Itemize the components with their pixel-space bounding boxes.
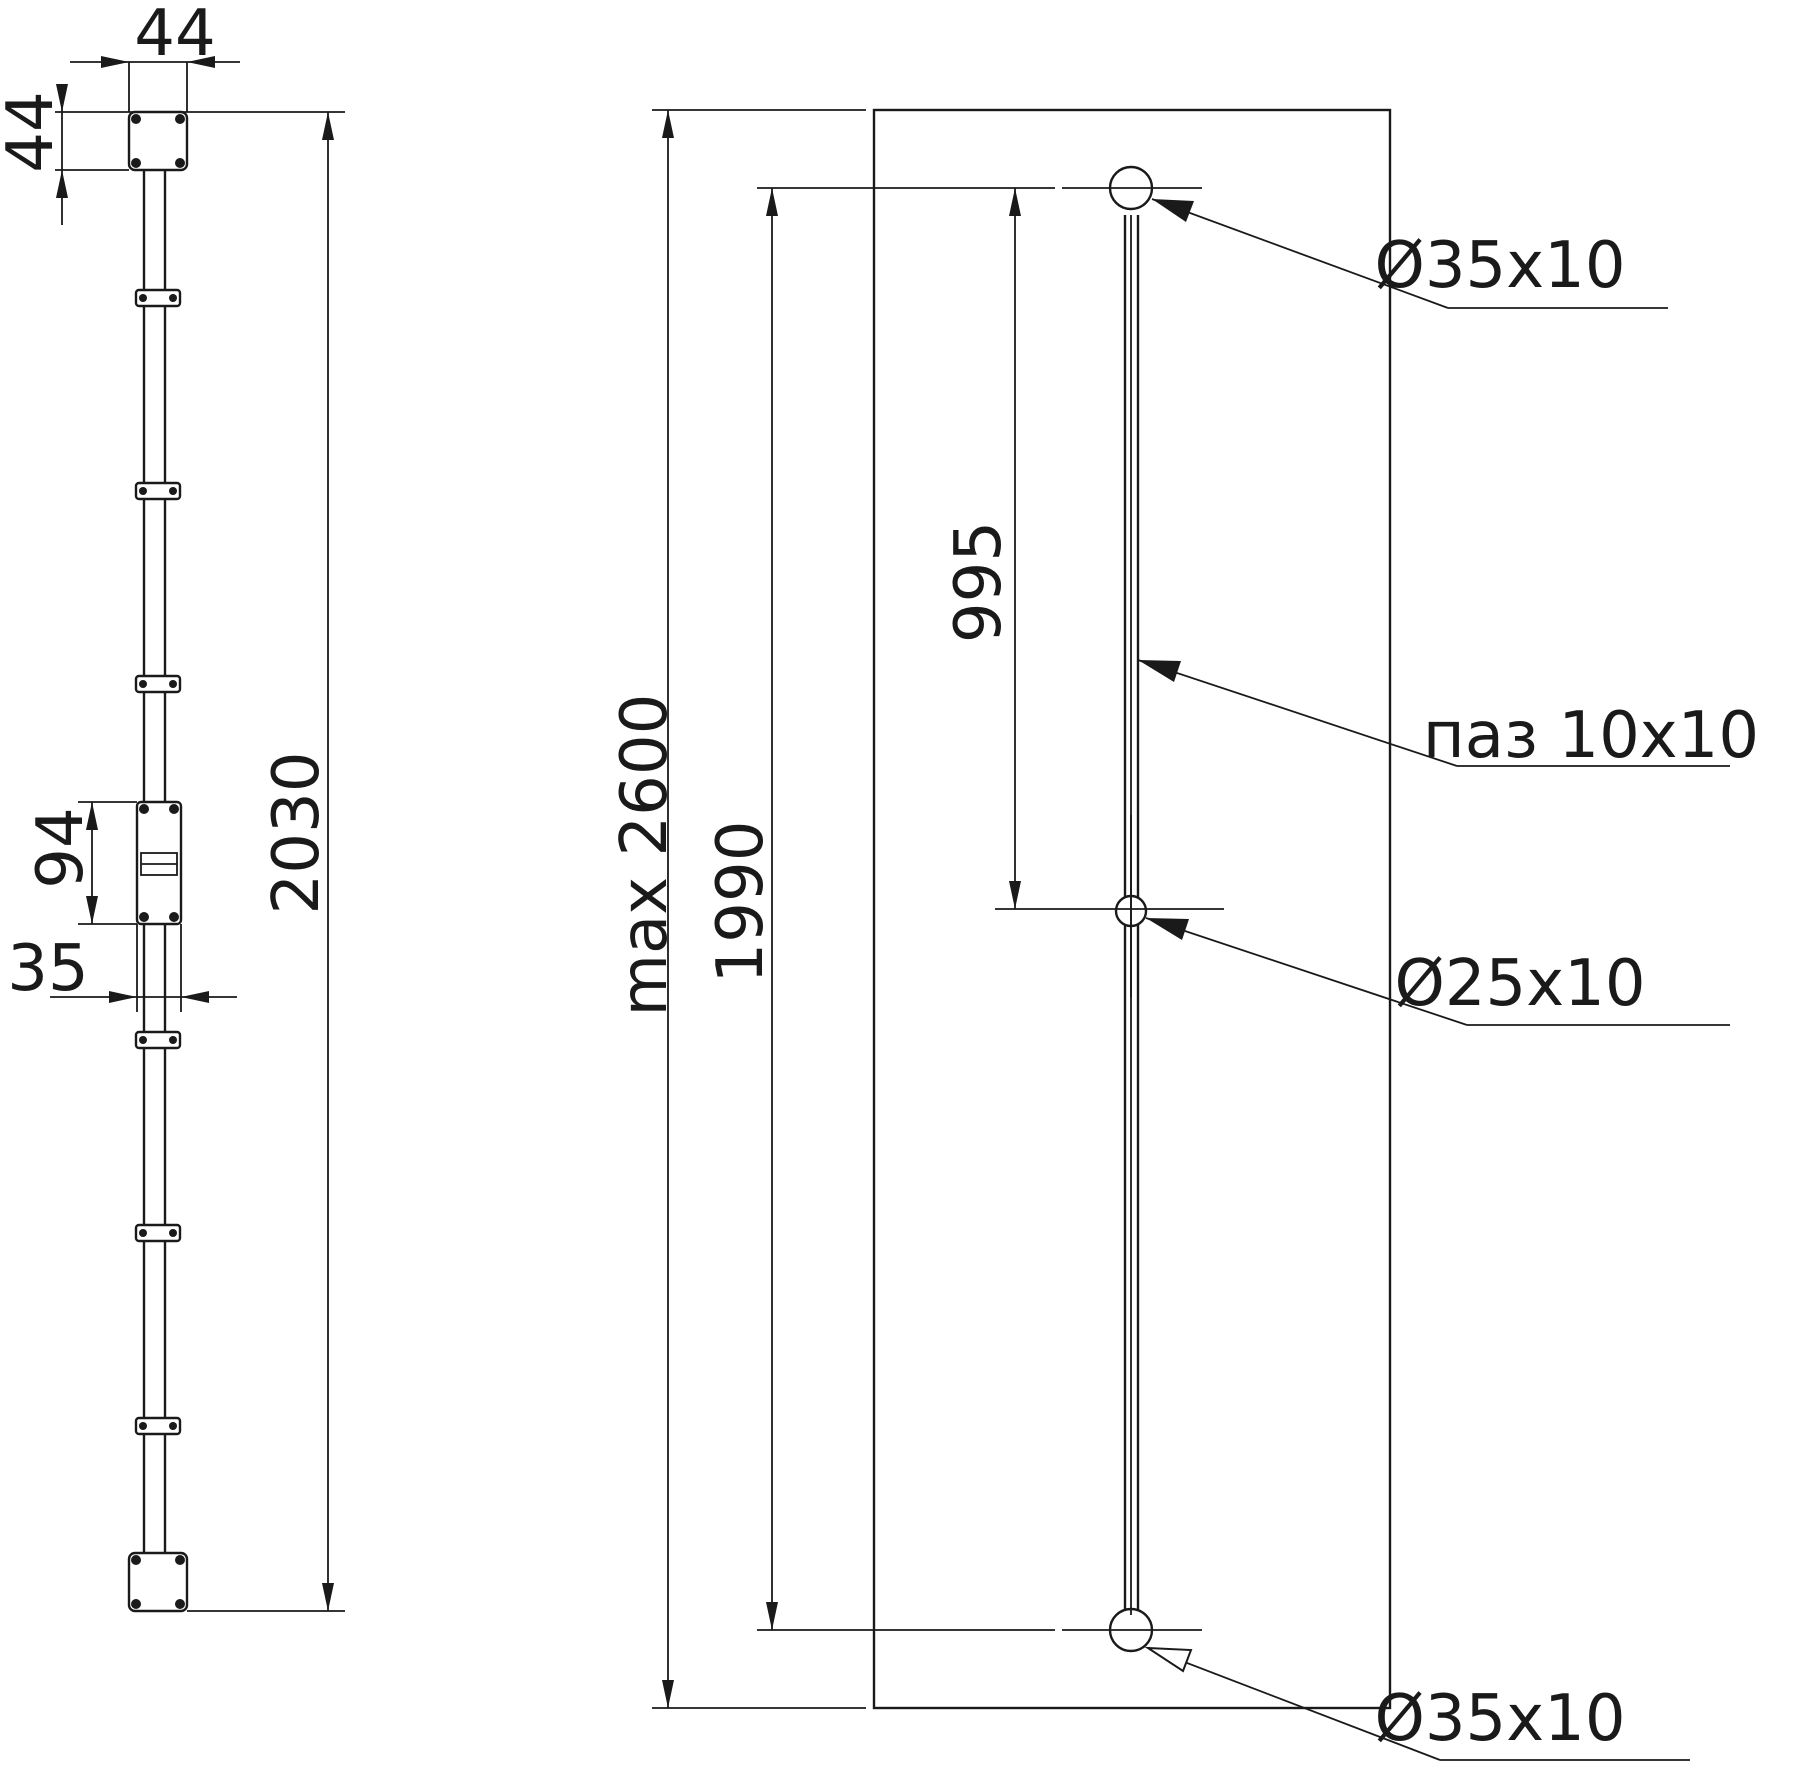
dimension-half-spacing: 995 [942, 188, 1021, 909]
rod-guide [134, 1416, 182, 1436]
callout-label: Ø35x10 [1374, 1682, 1625, 1756]
dimension-label: 44 [0, 91, 68, 172]
dimension-label: 2030 [260, 752, 334, 915]
dimension-panel-height: max 2600 [608, 109, 866, 1709]
rod-guide [134, 1030, 182, 1050]
dimension-label: 44 [134, 0, 215, 71]
rod-guide [134, 674, 182, 694]
callout-groove: паз 10x10 [1137, 659, 1759, 773]
rod-guide [134, 481, 182, 501]
callout-bottom-hole: Ø35x10 [1144, 1646, 1690, 1761]
dimension-label: 995 [942, 521, 1016, 643]
callout-middle-hole: Ø25x10 [1145, 917, 1730, 1026]
bottom-mounting-bracket [127, 1551, 189, 1613]
dimension-bracket-height: 44 [0, 84, 345, 225]
lock-body [135, 800, 183, 926]
callout-label: Ø35x10 [1374, 229, 1625, 303]
front-view: max 2600 1990 995 Ø35x10 паз [608, 108, 1759, 1761]
side-view: 44 44 2030 94 [0, 0, 345, 1613]
callout-top-hole: Ø35x10 [1151, 198, 1668, 309]
groove-slot [1108, 165, 1154, 1653]
dimension-lock-height: 94 [24, 801, 137, 925]
callout-label: паз 10x10 [1423, 699, 1759, 773]
rod-guide [134, 288, 182, 308]
dimension-label: 94 [24, 807, 98, 888]
rod-guide [134, 1223, 182, 1243]
dimension-label: 35 [7, 932, 88, 1006]
dimension-label: 1990 [704, 821, 778, 984]
dimension-rod-width: 35 [7, 924, 237, 1012]
top-mounting-bracket [127, 110, 189, 172]
dimension-hole-spacing: 1990 [704, 188, 778, 1630]
door-panel [872, 108, 1392, 1710]
dimension-bracket-width: 44 [70, 0, 240, 112]
callout-label: Ø25x10 [1394, 947, 1645, 1021]
dimension-label: max 2600 [608, 694, 682, 1017]
dimension-total-height: 2030 [187, 112, 345, 1612]
